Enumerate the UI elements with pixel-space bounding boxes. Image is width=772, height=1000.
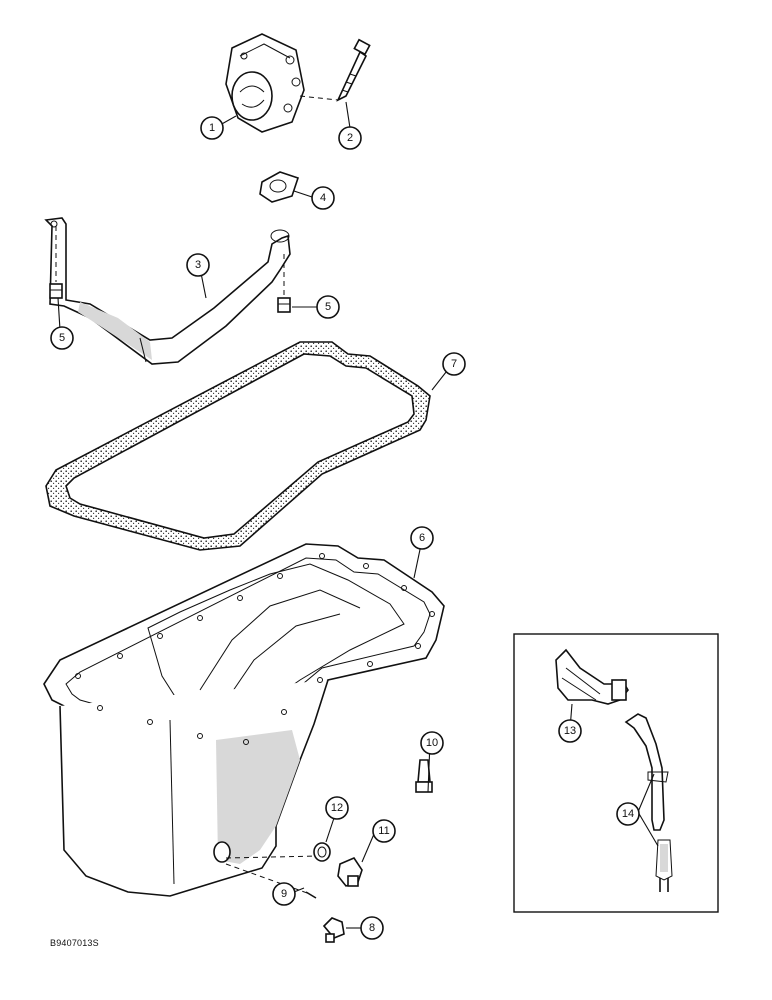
callout-9: 9 [272, 882, 296, 906]
svg-text:7: 7 [451, 358, 457, 370]
drain-plug [337, 857, 363, 887]
svg-text:12: 12 [331, 802, 343, 814]
inset-frame [513, 633, 719, 913]
pickup-gasket [259, 171, 300, 203]
pan-bolt-holes [75, 553, 435, 745]
callout-3: 3 [186, 253, 210, 277]
callout-6: 6 [410, 526, 434, 550]
drain-washer [313, 842, 331, 862]
callout-5-right: 5 [316, 295, 340, 319]
figure-reference-code: B9407013S [50, 938, 99, 948]
callout-7: 7 [442, 352, 466, 376]
svg-text:10: 10 [426, 737, 438, 749]
callout-10: 10 [420, 731, 444, 755]
pan-capscrew [415, 759, 433, 793]
callout-8: 8 [360, 916, 384, 940]
block-heater-element [555, 648, 629, 705]
svg-text:1: 1 [209, 122, 215, 134]
drain-dashed-lines [225, 855, 321, 895]
tube-capscrew-right [277, 254, 291, 313]
callout-1: 1 [200, 116, 224, 140]
callout-14: 14 [616, 802, 640, 826]
tube-capscrew-left [49, 226, 63, 299]
oil-pump [225, 33, 305, 133]
svg-text:2: 2 [347, 132, 353, 144]
svg-text:3: 3 [195, 259, 201, 271]
oil-pressure-sender [322, 917, 345, 943]
svg-text:14: 14 [622, 808, 634, 820]
callout-12: 12 [325, 796, 349, 820]
svg-text:13: 13 [564, 725, 576, 737]
svg-text:11: 11 [378, 825, 389, 837]
svg-text:8: 8 [369, 922, 375, 934]
callout-2: 2 [338, 126, 362, 150]
svg-text:4: 4 [320, 192, 326, 204]
heater-cord [624, 713, 673, 892]
svg-text:6: 6 [419, 532, 425, 544]
callout-11: 11 [372, 819, 396, 843]
svg-text:5: 5 [325, 301, 331, 313]
dowel-pin [305, 891, 317, 899]
callout-4: 4 [311, 186, 335, 210]
suction-tube [44, 217, 291, 365]
pump-bolt [299, 38, 371, 102]
svg-text:5: 5 [59, 332, 65, 344]
svg-text:9: 9 [281, 888, 287, 900]
callout-13: 13 [558, 719, 582, 743]
callout-5-left: 5 [50, 326, 74, 350]
oil-pan [43, 543, 445, 897]
oil-pan-gasket [45, 341, 431, 551]
